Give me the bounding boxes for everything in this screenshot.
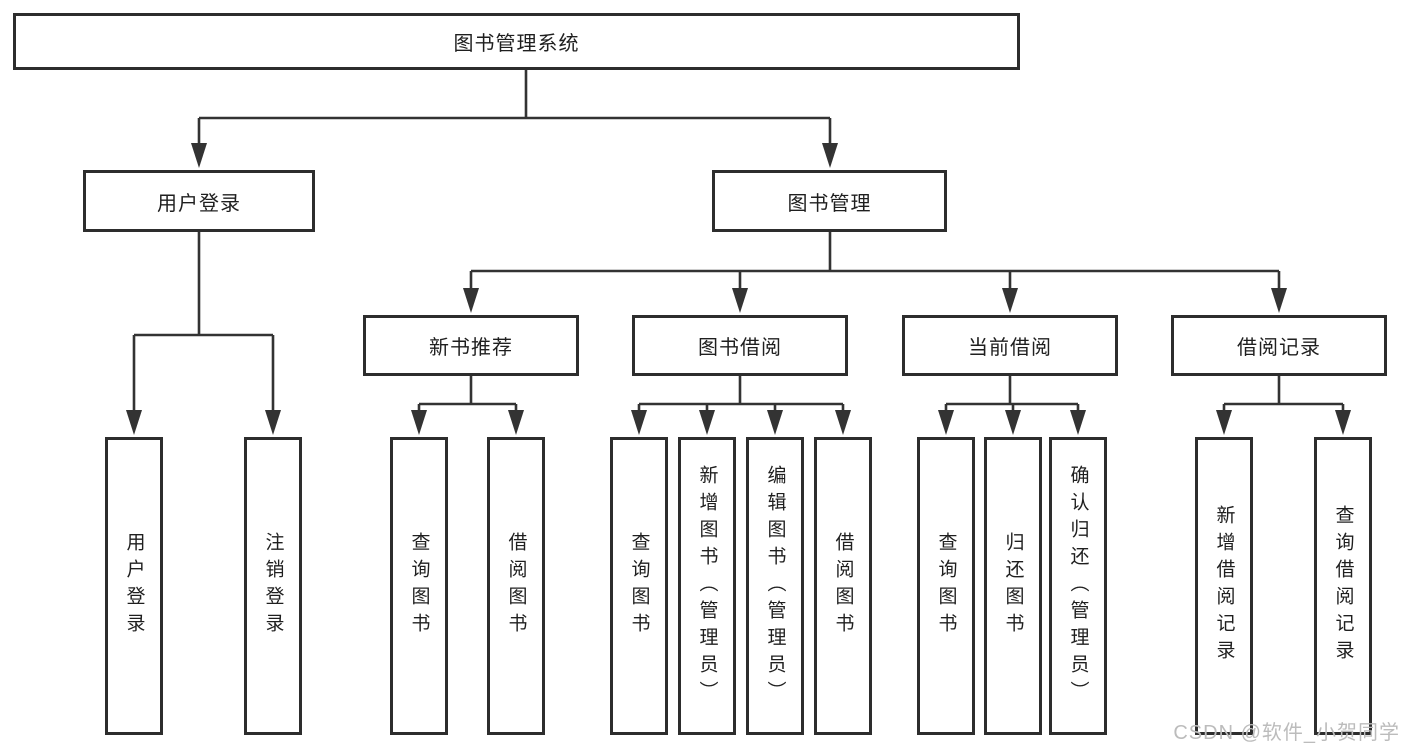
csdn-watermark: CSDN @软件_小贺同学 [1173, 722, 1400, 744]
node-new-book-recommend: 新书推荐 [363, 315, 579, 376]
leaf-user-login: 用户登录 [105, 437, 163, 735]
node-root-library-system: 图书管理系统 [13, 13, 1020, 70]
node-borrow-records: 借阅记录 [1171, 315, 1387, 376]
leaf-return-books: 归还图书 [984, 437, 1042, 735]
node-user-login: 用户登录 [83, 170, 315, 232]
leaf-query-books-recommend: 查询图书 [390, 437, 448, 735]
leaf-borrow-books-recommend: 借阅图书 [487, 437, 545, 735]
leaf-add-borrow-record: 新增借阅记录 [1195, 437, 1253, 735]
leaf-logout-login: 注销登录 [244, 437, 302, 735]
leaf-add-books-admin: 新增图书（管理员） [678, 437, 736, 735]
node-book-management: 图书管理 [712, 170, 947, 232]
node-book-borrowing: 图书借阅 [632, 315, 848, 376]
leaf-confirm-return-admin: 确认归还（管理员） [1049, 437, 1107, 735]
leaf-query-books-borrow: 查询图书 [610, 437, 668, 735]
leaf-query-borrow-record: 查询借阅记录 [1314, 437, 1372, 735]
leaf-edit-books-admin: 编辑图书（管理员） [746, 437, 804, 735]
leaf-query-books-current: 查询图书 [917, 437, 975, 735]
leaf-borrow-books: 借阅图书 [814, 437, 872, 735]
node-current-borrowing: 当前借阅 [902, 315, 1118, 376]
